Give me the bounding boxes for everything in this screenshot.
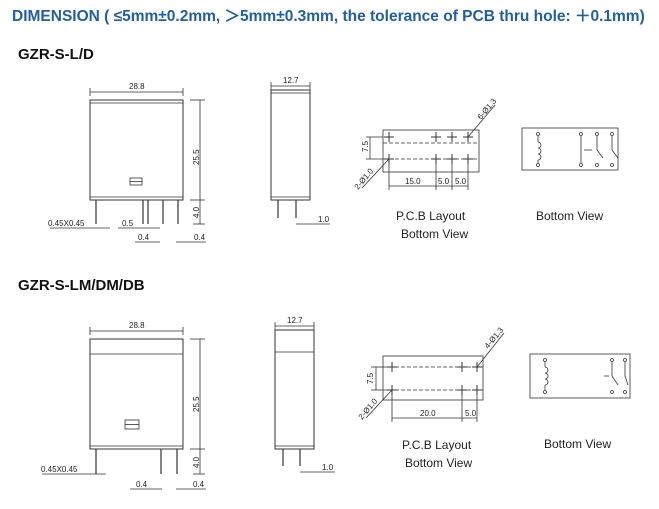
- pin-size-label-1: 0.45X0.45: [48, 219, 85, 228]
- pcb-d1-label-1: 15.0: [405, 177, 421, 186]
- hole-small-label-2: 2-Ø1.0: [357, 396, 380, 421]
- front-width-label-2: 28.8: [129, 321, 145, 330]
- pcb-d1-label-2: 20.0: [420, 409, 436, 418]
- side-view-2: 12.7 1.0: [274, 316, 335, 473]
- pin-w2-label-2: 0.4: [193, 480, 205, 489]
- pin-w1-label-2: 0.4: [136, 480, 148, 489]
- pcb-d2-label-1: 5.0: [438, 177, 450, 186]
- bottom-view-2: Bottom View: [529, 353, 631, 451]
- side-view-1: 12.7 1.0: [270, 76, 330, 225]
- side-width-label-1: 12.7: [283, 76, 299, 85]
- front-height-label-1: 25.5: [192, 149, 201, 165]
- pin-size-label-2: 0.45X0.45: [41, 465, 78, 474]
- pin-length-label-1: 4.0: [192, 206, 201, 218]
- bottom-caption-2: Bottom View: [544, 437, 611, 451]
- bottom-caption-1: Bottom View: [536, 209, 603, 223]
- front-height-label-2: 25.5: [192, 396, 201, 412]
- pin-length-label-2: 4.0: [192, 456, 201, 468]
- pin-w1-label-1: 0.4: [138, 233, 150, 242]
- hole-small-label-1: 2-Ø1.0: [353, 166, 376, 191]
- pcb-caption-2a: P.C.B Layout: [402, 438, 472, 452]
- side-pin-offset-label-2: 1.0: [322, 463, 334, 472]
- pcb-caption-2b: Bottom View: [405, 456, 472, 470]
- hole-dia-label-2: 4-Ø1.3: [483, 325, 506, 350]
- pcb-layout-2: 4-Ø1.3 2-Ø1.0 7.5 20.0 5.0 P.C.B Layout …: [357, 325, 506, 470]
- bottom-view-1: Bottom View: [521, 127, 619, 223]
- pin-w2-label-1: 0.4: [194, 233, 206, 242]
- section-title-2: GZR-S-LM/DM/DB: [18, 277, 145, 294]
- side-pin-offset-label-1: 1.0: [318, 215, 330, 224]
- pitch-v-label-2: 7.5: [366, 372, 375, 384]
- front-view-1: 28.8 25.5 4.0 0.45X0.45 0.5 0.4 0.4: [48, 82, 206, 243]
- pitch-v-label-1: 7.5: [361, 140, 370, 152]
- pin-gap-label-1: 0.5: [122, 219, 134, 228]
- pcb-caption-1a: P.C.B Layout: [396, 209, 466, 223]
- coil-symbol-1: [537, 141, 542, 161]
- pcb-layout-1: 6-Ø1.3 2-Ø1.0 7.5 15.0 5.0 5.0 P.C.B Lay…: [353, 96, 499, 241]
- side-width-label-2: 12.7: [287, 316, 303, 325]
- pcb-caption-1b: Bottom View: [401, 227, 468, 241]
- pcb-d3-label-1: 5.0: [455, 177, 467, 186]
- pcb-d2-label-2: 5.0: [465, 409, 477, 418]
- front-view-2: 28.8 25.5 4.0 0.45X0.45 0.4 0.4: [41, 321, 206, 490]
- page-heading: DIMENSION ( ≤5mm±0.2mm, ＞5mm±0.3mm, the …: [12, 8, 645, 25]
- hole-dia-label-1: 6-Ø1.3: [476, 96, 499, 121]
- front-width-label-1: 28.8: [129, 82, 145, 91]
- coil-symbol-2: [544, 366, 549, 386]
- section-title-1: GZR-S-L/D: [18, 46, 94, 63]
